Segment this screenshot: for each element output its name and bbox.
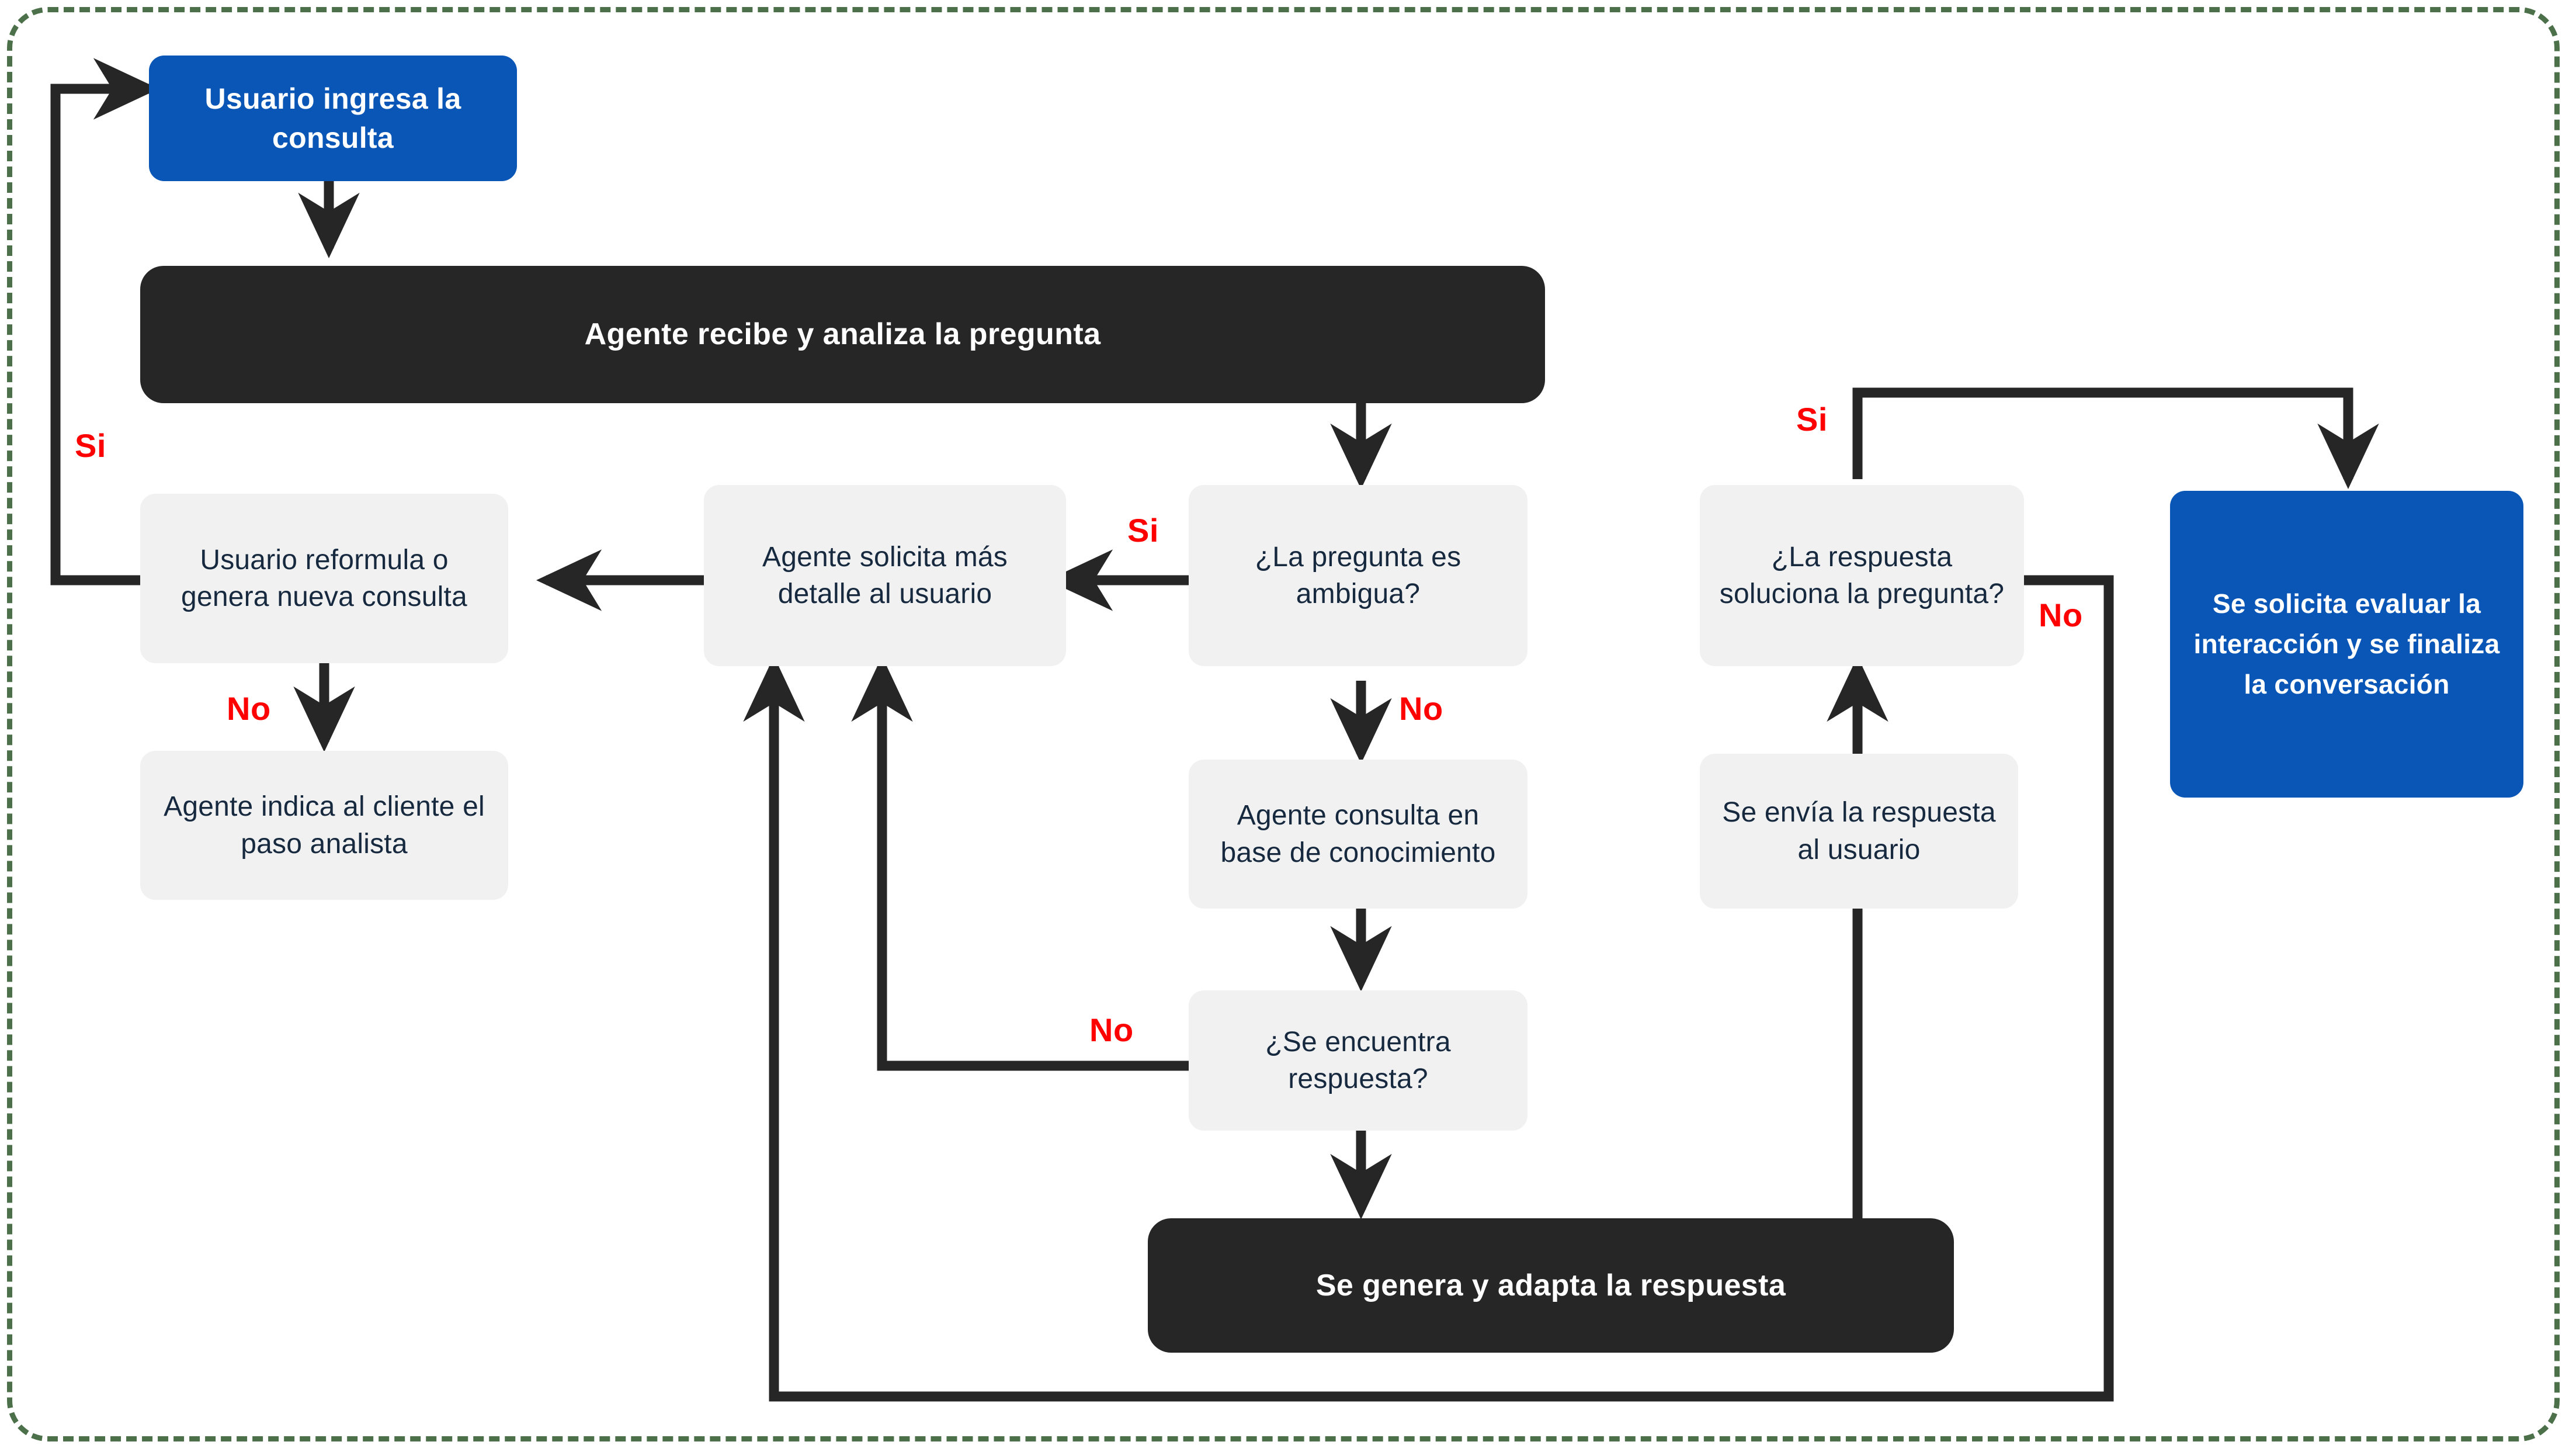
node-agente-solicita-detalle[interactable]: Agente solicita más detalle al usuario	[704, 485, 1066, 666]
node-label: Se genera y adapta la respuesta	[1315, 1268, 1786, 1302]
node-label: Usuario reformula o genera nueva consult…	[181, 544, 467, 612]
edge-soluciona-solicita	[743, 575, 2114, 1402]
edge-label-no-ambigua-consulta: No	[1399, 690, 1443, 727]
node-usuario-ingresa-consulta[interactable]: Usuario ingresa la consulta	[149, 56, 517, 181]
edge-label-no-soluciona-solicita: No	[2039, 597, 2083, 633]
edge-soluciona-finaliza	[1852, 387, 2379, 490]
node-label: ¿La pregunta es ambigua?	[1255, 541, 1461, 609]
node-label: Se envía la respuesta al usuario	[1722, 797, 1996, 865]
edge-label-si-reformula-start: Si	[75, 427, 106, 464]
node-agente-indica-paso-analista[interactable]: Agente indica al cliente el paso analist…	[140, 751, 508, 900]
edge-reformula-start	[50, 58, 159, 585]
node-agente-recibe-analiza[interactable]: Agente recibe y analiza la pregunta	[140, 266, 1545, 403]
edge-label-si-ambigua-solicita: Si	[1127, 512, 1159, 549]
node-label: Se solicita evaluar la interacción y se …	[2193, 588, 2500, 699]
node-usuario-reformula[interactable]: Usuario reformula o genera nueva consult…	[140, 494, 508, 663]
diagram-dashed-frame	[7, 7, 2560, 1441]
edge-encuentra-solicita	[851, 656, 1189, 1071]
node-label: Usuario ingresa la consulta	[204, 82, 461, 154]
node-label: Agente consulta en base de conocimiento	[1220, 800, 1496, 868]
node-se-envia-respuesta-usuario[interactable]: Se envía la respuesta al usuario	[1700, 754, 2018, 909]
node-decision-pregunta-ambigua[interactable]: ¿La pregunta es ambigua?	[1189, 485, 1527, 666]
edge-label-si-soluciona-finaliza: Si	[1796, 401, 1828, 438]
node-label: ¿Se encuentra respuesta?	[1265, 1026, 1451, 1094]
node-se-solicita-evaluar-finaliza[interactable]: Se solicita evaluar la interacción y se …	[2170, 491, 2523, 798]
node-label: Agente recibe y analiza la pregunta	[584, 317, 1101, 352]
node-label: Agente indica al cliente el paso analist…	[164, 791, 485, 860]
node-decision-se-encuentra-respuesta[interactable]: ¿Se encuentra respuesta?	[1189, 990, 1527, 1131]
node-agente-consulta-base-conocimiento[interactable]: Agente consulta en base de conocimiento	[1189, 760, 1527, 909]
node-se-genera-adapta-respuesta[interactable]: Se genera y adapta la respuesta	[1148, 1218, 1954, 1353]
edge-label-no-encuentra-solicita: No	[1089, 1011, 1134, 1048]
node-decision-respuesta-soluciona[interactable]: ¿La respuesta soluciona la pregunta?	[1700, 485, 2024, 666]
node-label: ¿La respuesta soluciona la pregunta?	[1719, 541, 2005, 609]
node-label: Agente solicita más detalle al usuario	[762, 541, 1008, 609]
edge-label-no-reformula-indica: No	[227, 690, 271, 727]
